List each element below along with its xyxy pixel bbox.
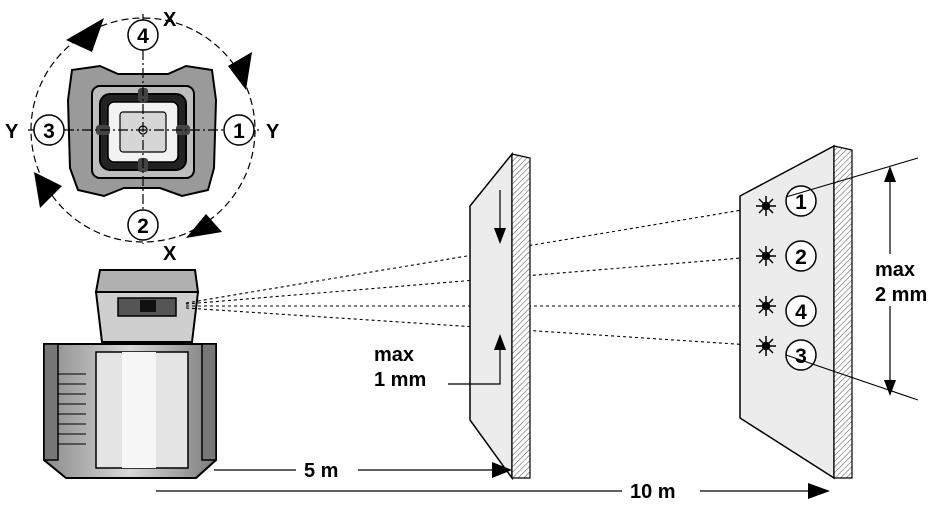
laser-hit-3	[756, 336, 776, 356]
target-point-3: 3	[785, 339, 817, 371]
far-extension-bottom	[785, 354, 919, 401]
position-4-marker: 4	[127, 19, 159, 51]
near-target	[448, 151, 531, 481]
axis-y-right-label: Y	[266, 121, 280, 143]
far-dimension-arrow-top	[884, 166, 896, 182]
target-point-1: 1	[785, 185, 817, 217]
far-extension-top	[785, 157, 919, 198]
rotation-arrow-top-right	[228, 52, 252, 90]
target-point-4-label: 4	[795, 301, 807, 324]
device-cap	[94, 269, 200, 293]
axis-y-left-label: Y	[5, 121, 19, 143]
target-point-4: 4	[785, 295, 817, 327]
near-tolerance-label-2: 1 mm	[374, 369, 426, 391]
position-3-label: 3	[43, 120, 55, 143]
top-view: 4 2 3 1 X X Y Y	[5, 9, 280, 265]
device-side-view	[43, 269, 217, 479]
far-tolerance-label-2: 2 mm	[875, 284, 927, 306]
position-1-label: 1	[233, 120, 245, 143]
rotation-circle	[30, 17, 256, 243]
position-4-label: 4	[137, 25, 149, 48]
position-1-marker: 1	[223, 114, 255, 146]
laser-hit-1	[756, 196, 776, 216]
far-dimension-arrow-bottom	[884, 380, 896, 396]
near-target-edge	[511, 153, 531, 479]
target-point-2-label: 2	[795, 246, 807, 269]
distance-5m-label: 5 m	[304, 460, 338, 482]
distance-10m-label: 10 m	[630, 481, 676, 503]
device-body-stripe	[122, 352, 156, 468]
position-2-label: 2	[137, 215, 149, 238]
target-point-3-label: 3	[795, 345, 807, 368]
position-3-marker: 3	[33, 114, 65, 146]
rotation-arrow-bottom-right	[186, 214, 222, 238]
device-laser-aperture	[140, 300, 156, 312]
device-bumper-right	[201, 343, 217, 461]
near-target-face	[469, 151, 513, 481]
rotation-arrow-bottom-left	[34, 172, 62, 208]
position-2-marker: 2	[127, 209, 159, 241]
distance-10m: 10 m	[156, 481, 830, 503]
far-target: 1 2 4 3	[739, 144, 919, 480]
near-deviation-arrow-top	[494, 228, 506, 244]
near-tolerance-leader	[448, 340, 501, 385]
far-tolerance-label-1: max	[875, 259, 915, 281]
far-target-edge	[833, 145, 853, 479]
target-point-2: 2	[785, 240, 817, 272]
axis-x-bottom-label: X	[163, 243, 177, 265]
laser-hit-2	[756, 246, 776, 266]
near-tolerance-label-1: max	[374, 344, 414, 366]
distance-10m-arrow	[808, 483, 830, 499]
notch-right	[176, 125, 190, 135]
distance-5m: 5 m	[214, 460, 512, 482]
rotation-arrow-top-left	[66, 18, 104, 52]
device-bumper-left	[43, 343, 59, 461]
target-point-1-label: 1	[795, 191, 807, 214]
distance-5m-arrow	[492, 462, 512, 478]
laser-hit-4	[756, 296, 776, 316]
axis-x-top-label: X	[163, 9, 177, 31]
far-tolerance-label-bg	[866, 254, 944, 306]
device-grip-ribs	[56, 373, 86, 445]
